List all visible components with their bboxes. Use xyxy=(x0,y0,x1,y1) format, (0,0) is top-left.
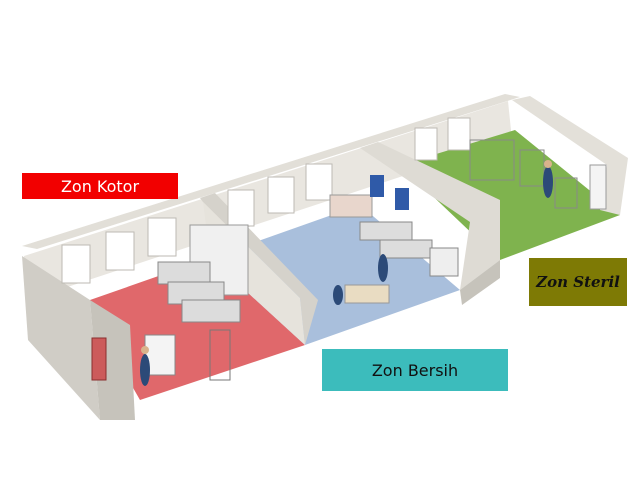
door-zon-kotor xyxy=(91,337,107,381)
equipment-zon-kotor xyxy=(140,224,249,386)
zone-label-steril: Zon Steril xyxy=(529,258,627,306)
windows xyxy=(61,117,471,284)
front-wall-kotor xyxy=(90,300,135,420)
right-end-wall xyxy=(512,96,628,215)
front-wall-right xyxy=(460,260,500,305)
equipment-zon-steril xyxy=(469,139,578,209)
equipment-zon-bersih xyxy=(329,175,459,305)
back-wall xyxy=(22,94,520,249)
partition-bersih-steril xyxy=(360,142,500,290)
partition-kotor-bersih xyxy=(200,193,318,345)
zone-label-kotor: Zon Kotor xyxy=(22,173,178,199)
door-zon-steril xyxy=(589,164,607,210)
zone-label-bersih: Zon Bersih xyxy=(322,349,508,391)
floor-zon-steril xyxy=(400,130,620,260)
left-outer-wall xyxy=(22,256,100,420)
